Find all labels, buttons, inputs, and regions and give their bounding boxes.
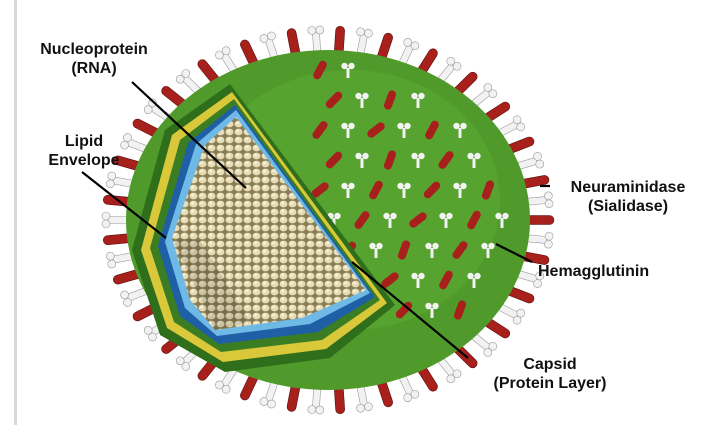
- label-lipid-envelope: Lipid Envelope: [38, 132, 130, 170]
- label-nucleoprotein: Nucleoprotein (RNA): [24, 40, 164, 78]
- label-capsid: Capsid (Protein Layer): [470, 355, 630, 393]
- label-neuraminidase: Neuraminidase (Sialidase): [548, 178, 708, 216]
- label-hemagglutinin: Hemagglutinin: [538, 262, 649, 281]
